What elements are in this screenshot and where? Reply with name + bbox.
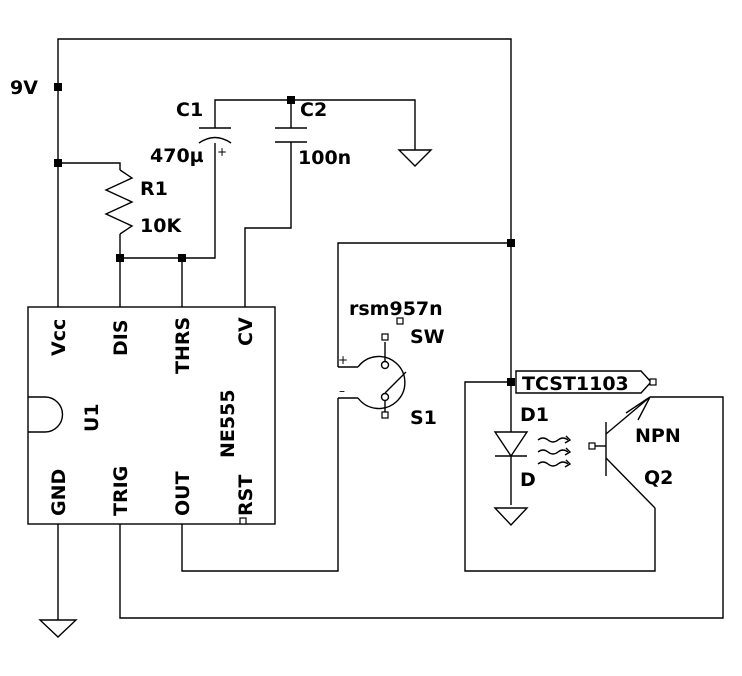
d1-triangle bbox=[493, 431, 529, 458]
ground-c1-c2 bbox=[397, 149, 433, 167]
s1-body-arc bbox=[357, 355, 406, 410]
s1-minus: – bbox=[339, 384, 345, 398]
u1-part: NE555 bbox=[217, 389, 239, 458]
d1-wave-arrows bbox=[564, 435, 572, 468]
u1-ref: U1 bbox=[81, 403, 103, 432]
s1-lever bbox=[384, 371, 407, 394]
junction-r1-dis bbox=[116, 254, 124, 262]
wire-c1-c2-gnd bbox=[214, 99, 416, 150]
c2-value: 100n bbox=[298, 147, 351, 169]
tcst1103-label: TCST1103 bbox=[522, 373, 629, 395]
q2-collector bbox=[605, 457, 656, 509]
d1-type: D bbox=[520, 469, 536, 491]
d1-ref: D1 bbox=[520, 404, 549, 426]
junction-switch bbox=[507, 239, 515, 247]
r1-value: 10K bbox=[140, 215, 182, 237]
q2-type: NPN bbox=[635, 425, 681, 447]
wire-switch-out bbox=[181, 398, 339, 572]
s1-pin-ref bbox=[396, 317, 404, 325]
s1-plus: + bbox=[338, 353, 348, 367]
junction-diode bbox=[507, 378, 515, 386]
s1-model: rsm957n bbox=[349, 298, 443, 320]
junction-vcc-r1 bbox=[54, 159, 62, 167]
s1-contact-upper bbox=[380, 360, 390, 370]
junction-c2-top bbox=[287, 96, 295, 104]
junctions bbox=[54, 83, 515, 386]
c2-ref: C2 bbox=[300, 99, 327, 121]
wire-vcc-r1 bbox=[58, 162, 121, 170]
diode-d1: D1 D bbox=[493, 404, 572, 491]
wire-c2-cv bbox=[244, 142, 292, 307]
ground-u1 bbox=[38, 619, 78, 638]
r1-ref: R1 bbox=[140, 178, 168, 200]
wire-switch-plus bbox=[337, 242, 511, 367]
tcst1103-flag bbox=[515, 370, 652, 394]
capacitor-c2: C2 100n bbox=[275, 99, 351, 169]
wire-dis-thrs-c1 bbox=[120, 143, 216, 259]
q2-base-pin bbox=[588, 442, 596, 450]
resistor-r1: R1 10K bbox=[104, 169, 182, 237]
wires bbox=[57, 38, 724, 620]
q2-emitter-arrow bbox=[625, 396, 651, 421]
switch-s1: + – rsm957n SW S1 bbox=[338, 298, 445, 429]
wire-trig-emitter bbox=[119, 396, 724, 619]
u1-pin-out: OUT bbox=[172, 471, 194, 516]
junction-thrs bbox=[178, 254, 186, 262]
u1-pin-vcc: Vcc bbox=[48, 319, 70, 356]
r1-zigzag bbox=[104, 169, 134, 235]
c1-plus: + bbox=[217, 145, 227, 159]
q2-ref: Q2 bbox=[644, 467, 673, 489]
c2-symbol bbox=[275, 127, 307, 143]
wire-collector-loop bbox=[464, 381, 656, 572]
d1-wave-3 bbox=[537, 461, 569, 467]
d1-wave-2 bbox=[537, 449, 569, 455]
s1-leads bbox=[338, 366, 358, 399]
transistor-q2: NPN Q2 bbox=[588, 396, 681, 509]
u1-pin-rst: RST bbox=[235, 475, 257, 516]
ground-d1 bbox=[493, 507, 529, 527]
u1-pin-dis: DIS bbox=[110, 319, 132, 356]
ic-u1-ne555: U1 NE555 Vcc DIS THRS CV GND TRIG OUT RS… bbox=[27, 306, 276, 525]
u1-rst-pin-marker bbox=[239, 517, 247, 525]
q2-emitter bbox=[605, 396, 651, 435]
tcst1103-pin bbox=[649, 378, 657, 386]
u1-pin-gnd: GND bbox=[48, 469, 70, 516]
u1-pin-cv: CV bbox=[235, 317, 257, 346]
u1-pin-thrs: THRS bbox=[172, 317, 194, 374]
s1-pin-top bbox=[381, 333, 389, 341]
capacitor-c1: C1 470µ + bbox=[150, 99, 232, 167]
u1-body bbox=[27, 306, 276, 525]
s1-ref: S1 bbox=[410, 407, 437, 429]
c1-symbol bbox=[198, 127, 232, 144]
s1-pin-bottom bbox=[381, 411, 389, 419]
u1-pin-trig: TRIG bbox=[110, 466, 132, 516]
junction-9v bbox=[54, 83, 62, 91]
sensor-tcst1103: TCST1103 bbox=[515, 370, 657, 395]
wire-top-rail bbox=[57, 38, 512, 382]
d1-wave-1 bbox=[537, 437, 569, 443]
c1-value: 470µ bbox=[150, 145, 204, 167]
s1-type: SW bbox=[410, 326, 445, 348]
c1-ref: C1 bbox=[176, 99, 203, 121]
u1-notch bbox=[28, 396, 64, 433]
net-label-9v: 9V bbox=[10, 77, 38, 99]
d1-light-emission bbox=[537, 435, 572, 468]
s1-contact-lower bbox=[380, 392, 390, 402]
